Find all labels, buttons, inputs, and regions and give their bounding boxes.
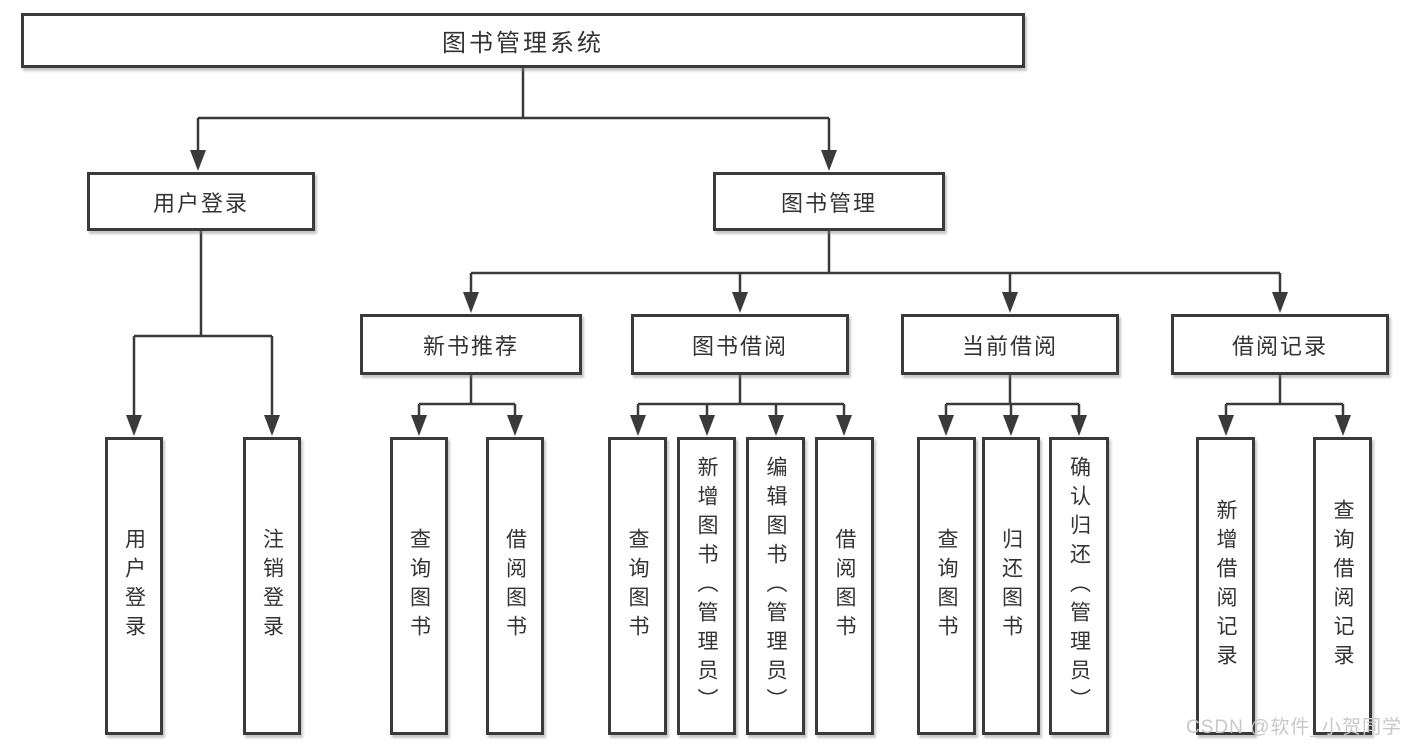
node-leaf-cb-return-books: 归还图书 xyxy=(982,437,1040,735)
node-label: 查询图书 xyxy=(407,528,431,644)
node-leaf-br-query-record: 查询借阅记录 xyxy=(1313,437,1372,735)
node-leaf-cb-query-books: 查询图书 xyxy=(917,437,976,735)
node-label: 用户登录 xyxy=(122,528,146,644)
node-new-book-recommend: 新书推荐 xyxy=(360,314,582,375)
node-borrowing-records: 借阅记录 xyxy=(1171,314,1389,375)
node-user-login: 用户登录 xyxy=(87,172,315,231)
node-label: 借阅图书 xyxy=(833,528,856,644)
node-label: 图书借阅 xyxy=(691,333,788,359)
node-label: 新增借阅记录 xyxy=(1214,499,1237,673)
node-label: 图书管理系统 xyxy=(442,30,604,57)
node-book-borrowing: 图书借阅 xyxy=(631,314,849,375)
node-label: 注销登录 xyxy=(260,528,284,644)
node-leaf-cb-confirm-return-admin: 确认归还（管理员） xyxy=(1049,437,1109,735)
node-label: 编辑图书（管理员） xyxy=(764,455,787,717)
node-leaf-bb-add-books-admin: 新增图书（管理员） xyxy=(677,437,736,735)
node-leaf-logout: 注销登录 xyxy=(243,437,301,735)
node-leaf-nbr-borrow-books: 借阅图书 xyxy=(486,437,544,735)
node-label: 当前借阅 xyxy=(961,333,1058,359)
node-leaf-nbr-query-books: 查询图书 xyxy=(390,437,448,735)
node-label: 借阅记录 xyxy=(1231,333,1328,359)
node-label: 查询图书 xyxy=(626,528,649,644)
node-label: 图书管理 xyxy=(780,190,877,216)
arrowheads xyxy=(126,150,1351,436)
node-label: 查询借阅记录 xyxy=(1331,499,1354,673)
csdn-watermark: CSDN @软件_小贺同学 xyxy=(1186,717,1402,738)
node-current-borrowing: 当前借阅 xyxy=(901,314,1119,375)
node-label: 用户登录 xyxy=(152,190,249,216)
node-leaf-bb-query-books: 查询图书 xyxy=(608,437,667,735)
node-leaf-user-login: 用户登录 xyxy=(105,437,163,735)
node-leaf-bb-edit-books-admin: 编辑图书（管理员） xyxy=(746,437,805,735)
node-leaf-br-add-record: 新增借阅记录 xyxy=(1196,437,1255,735)
node-system-root: 图书管理系统 xyxy=(21,13,1025,68)
node-label: 归还图书 xyxy=(999,528,1023,644)
node-label: 确认归还（管理员） xyxy=(1067,455,1091,717)
node-label: 查询图书 xyxy=(935,528,958,644)
node-leaf-bb-borrow-books: 借阅图书 xyxy=(815,437,874,735)
node-label: 新书推荐 xyxy=(422,333,519,359)
node-label: 借阅图书 xyxy=(503,528,527,644)
node-label: 新增图书（管理员） xyxy=(695,455,718,717)
node-book-management: 图书管理 xyxy=(713,172,945,231)
